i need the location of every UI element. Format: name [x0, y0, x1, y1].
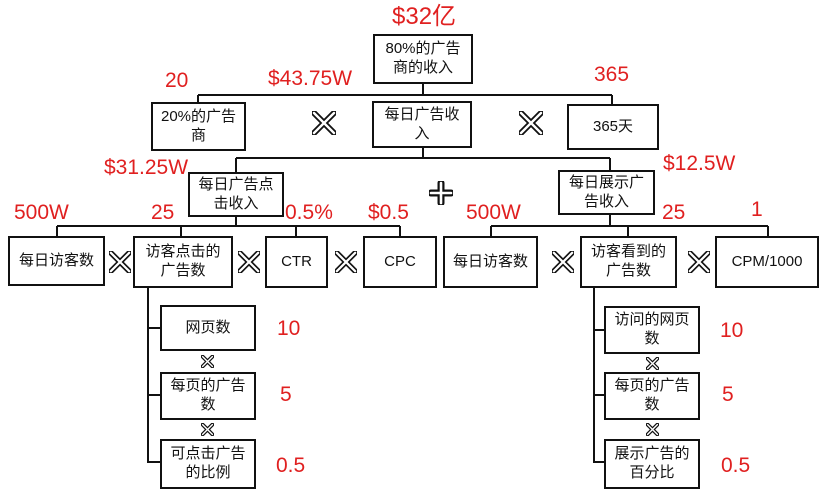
- multiply-icon: [688, 251, 710, 273]
- value-cpc: $0.5: [368, 201, 409, 224]
- plus-icon: [429, 181, 453, 205]
- node-left-visitors: 每日访客数: [8, 236, 105, 286]
- multiply-icon: [312, 111, 336, 135]
- value-display-revenue: $12.5W: [663, 152, 736, 175]
- node-display-revenue: 每日展示广告收入: [558, 170, 655, 215]
- multiply-icon: [646, 357, 659, 370]
- node-left-ads-per-page: 每页的广告数: [160, 372, 256, 420]
- multiply-icon: [201, 355, 214, 368]
- value-right-pages: 10: [720, 319, 744, 342]
- value-left-visitors: 500W: [14, 201, 69, 224]
- multiply-icon: [335, 251, 357, 273]
- value-right-seen: 25: [662, 201, 686, 224]
- value-ctr: 0.5%: [285, 201, 333, 224]
- value-daily-revenue: $43.75W: [268, 67, 353, 90]
- node-right-visitors: 每日访客数: [443, 236, 538, 288]
- node-right-seen: 访客看到的广告数: [580, 236, 677, 288]
- multiply-icon: [552, 251, 574, 273]
- multiply-icon: [646, 423, 659, 436]
- node-root: 80%的广告商的收入: [373, 34, 473, 84]
- node-cpc: CPC: [363, 236, 437, 288]
- value-right-display-ratio: 0.5: [721, 454, 751, 477]
- node-cpm: CPM/1000: [715, 236, 819, 288]
- node-right-ads-per-page: 每页的广告数: [604, 372, 700, 420]
- value-left-ads-per-page: 5: [280, 383, 292, 406]
- value-root: $32亿: [392, 3, 457, 30]
- value-advertisers-share: 20: [165, 69, 189, 92]
- value-left-clickable: 0.5: [276, 454, 306, 477]
- multiply-icon: [109, 251, 131, 273]
- node-left-clickable: 可点击广告的比例: [160, 439, 256, 489]
- value-left-clicks: 25: [151, 201, 175, 224]
- node-left-clicks: 访客点击的广告数: [133, 236, 233, 288]
- node-left-pages: 网页数: [160, 305, 256, 351]
- node-advertisers-share: 20%的广告商: [151, 102, 246, 151]
- node-click-revenue: 每日广告点击收入: [188, 172, 284, 217]
- multiply-icon: [238, 251, 260, 273]
- multiply-icon: [519, 111, 543, 135]
- value-right-ads-per-page: 5: [722, 383, 734, 406]
- node-daily-revenue: 每日广告收入: [372, 101, 472, 148]
- node-days: 365天: [567, 104, 659, 150]
- node-right-pages: 访问的网页数: [604, 306, 700, 354]
- value-cpm: 1: [751, 198, 763, 221]
- value-days: 365: [594, 63, 630, 86]
- node-ctr: CTR: [265, 236, 328, 288]
- value-right-visitors: 500W: [466, 201, 521, 224]
- node-right-display-ratio: 展示广告的百分比: [604, 439, 700, 489]
- value-left-pages: 10: [277, 317, 301, 340]
- value-click-revenue: $31.25W: [104, 156, 189, 179]
- multiply-icon: [201, 423, 214, 436]
